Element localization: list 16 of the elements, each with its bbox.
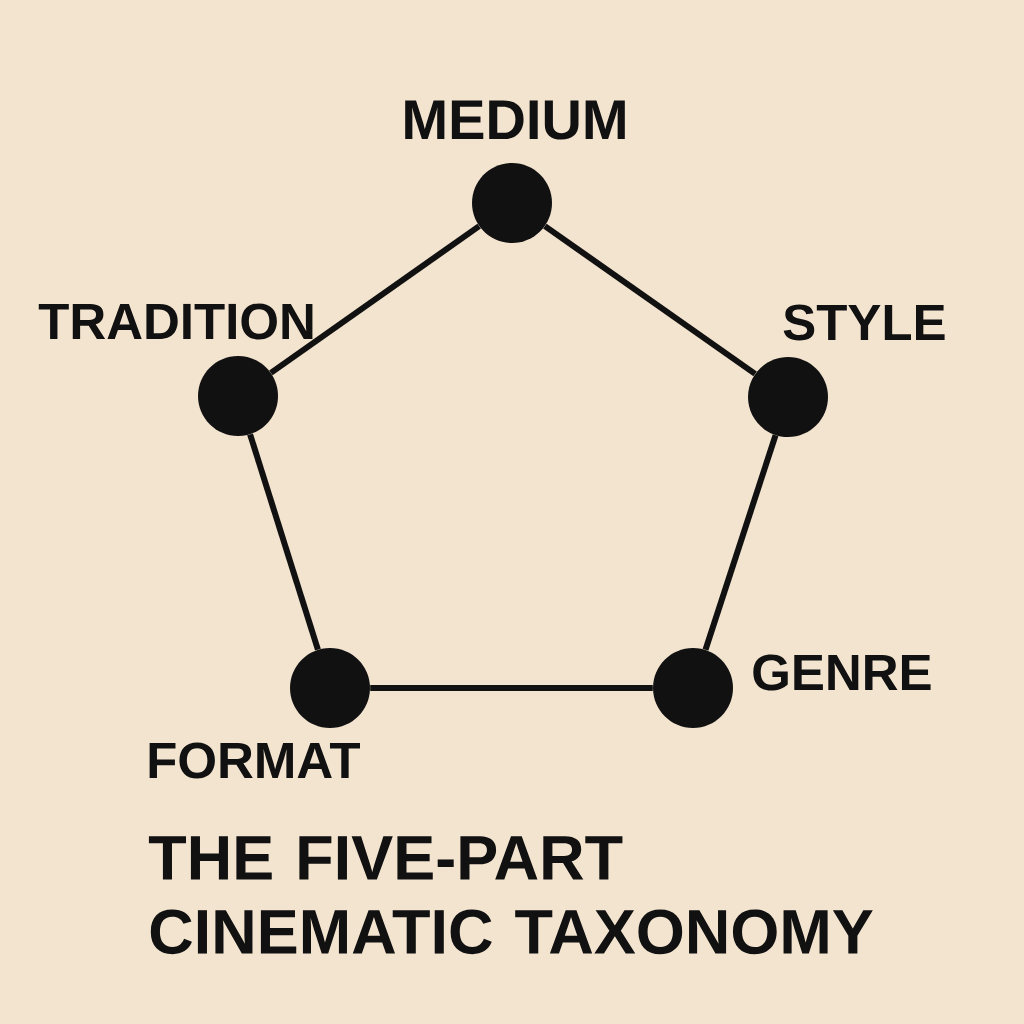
dot — [472, 163, 552, 243]
node-label: STYLE — [783, 304, 945, 341]
node-label: GENRE — [753, 654, 931, 691]
connector-line — [702, 434, 779, 651]
connector-line — [269, 223, 481, 376]
dot — [198, 356, 278, 436]
node-label: FORMAT — [149, 742, 360, 779]
title: THE FIVE-PART CINEMATIC TAXONOMY — [148, 836, 873, 955]
connector-line — [247, 433, 321, 651]
node-label: TRADITION — [38, 303, 313, 340]
dot — [748, 357, 828, 437]
connector-line — [543, 223, 757, 377]
dot — [653, 648, 733, 728]
node-label: MEDIUM — [405, 100, 625, 140]
dot — [290, 648, 370, 728]
connector-line — [370, 685, 653, 691]
